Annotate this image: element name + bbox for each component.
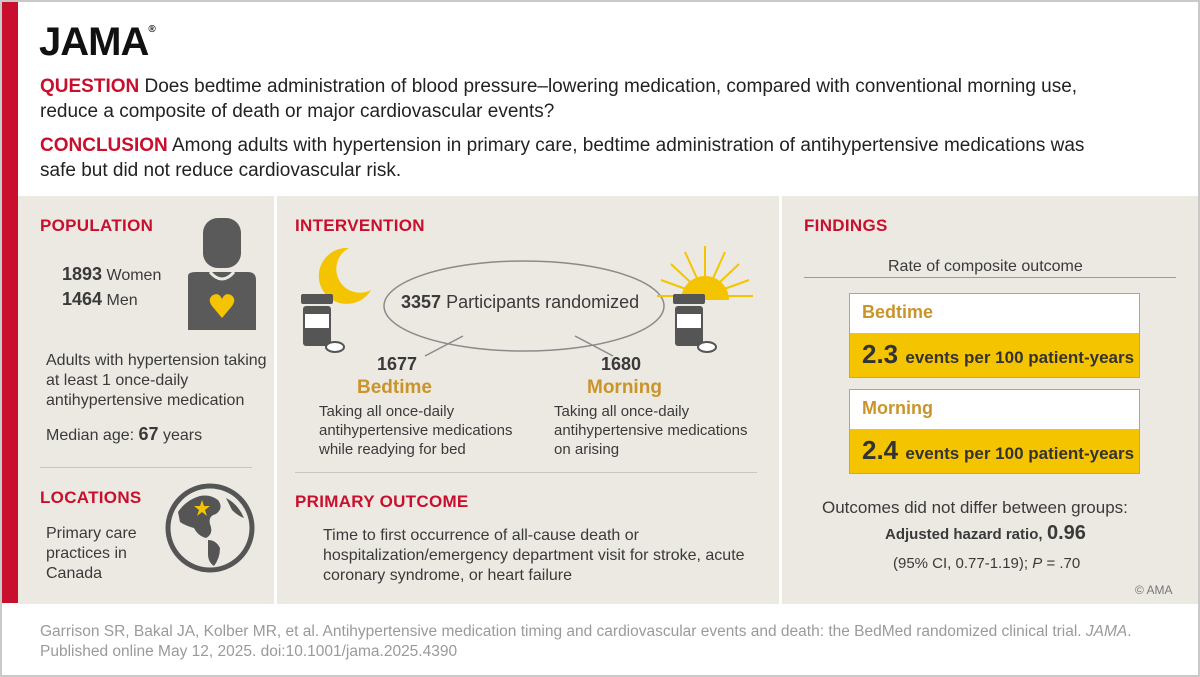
- brand-bar: [2, 2, 18, 603]
- women-count: 1893 Women: [62, 264, 162, 284]
- confidence-interval: (95% CI, 0.77-1.19); P = .70: [893, 555, 1081, 572]
- pill-bottle-icon: [673, 294, 717, 353]
- pill-bottle-icon: [301, 294, 345, 353]
- randomized-ellipse: [383, 260, 665, 352]
- primary-outcome-text: Time to first occurrence of all-cause de…: [323, 527, 745, 584]
- publication-info: Published online May 12, 2025. doi:10.10…: [40, 643, 458, 660]
- findings-subtitle: Rate of composite outcome: [888, 258, 1083, 275]
- findings-title: FINDINGS: [804, 216, 888, 235]
- median-age: Median age: 67 years: [46, 424, 203, 444]
- intervention-panel: INTERVENTION 3357 Participants randomize…: [277, 196, 779, 604]
- randomized-count: 3357 Participants randomized: [401, 292, 640, 312]
- population-description: Adults with hypertension taking at least…: [46, 352, 267, 409]
- question-label: QUESTION: [40, 76, 140, 97]
- journal-name: JAMA: [1085, 623, 1128, 640]
- intervention-title: INTERVENTION: [295, 216, 425, 235]
- locations-title: LOCATIONS: [40, 488, 142, 507]
- branch-lines: [424, 335, 614, 357]
- findings-summary: Outcomes did not differ between groups:: [822, 498, 1128, 517]
- person-icon: [188, 218, 256, 330]
- men-count: 1464 Men: [62, 289, 138, 309]
- primary-outcome-title: PRIMARY OUTCOME: [295, 492, 469, 511]
- conclusion-text: Among adults with hypertension in primar…: [40, 135, 1085, 181]
- question-block: QUESTION Does bedtime administration of …: [40, 74, 1120, 124]
- bedtime-count: 1677: [377, 354, 418, 374]
- morning-rate-label: Morning: [862, 398, 933, 418]
- bedtime-rate-highlight: 2.3 events per 100 patient-years: [850, 333, 1139, 377]
- moon-icon: [318, 247, 371, 304]
- copyright: © AMA: [1135, 583, 1173, 597]
- bedtime-rate-value: 2.3 events per 100 patient-years: [862, 339, 1135, 369]
- bedtime-description: Taking all once-daily antihypertensive m…: [319, 403, 513, 458]
- question-text: Does bedtime administration of blood pre…: [40, 76, 1078, 122]
- divider: [804, 277, 1176, 278]
- morning-rate-box: Morning 2.4 events per 100 patient-years: [849, 389, 1140, 474]
- globe-icon: [165, 483, 255, 573]
- morning-rate-value: 2.4 events per 100 patient-years: [862, 435, 1135, 465]
- locations-text: Primary care practices in Canada: [46, 525, 137, 582]
- divider: [40, 467, 252, 468]
- conclusion-block: CONCLUSION Among adults with hypertensio…: [40, 133, 1120, 183]
- conclusion-label: CONCLUSION: [40, 135, 168, 156]
- morning-label: Morning: [587, 377, 662, 398]
- morning-description: Taking all once-daily antihypertensive m…: [554, 403, 748, 458]
- morning-count: 1680: [601, 354, 642, 374]
- jama-logo: JAMA®: [39, 20, 156, 64]
- population-title: POPULATION: [40, 216, 154, 235]
- hazard-ratio: Adjusted hazard ratio, 0.96: [885, 522, 1086, 544]
- divider: [295, 472, 757, 473]
- bedtime-rate-label: Bedtime: [862, 302, 934, 322]
- bedtime-rate-box: Bedtime 2.3 events per 100 patient-years: [849, 293, 1140, 378]
- citation: Garrison SR, Bakal JA, Kolber MR, et al.…: [40, 623, 1132, 660]
- morning-rate-highlight: 2.4 events per 100 patient-years: [850, 429, 1139, 473]
- population-panel: POPULATION 1893 Women 1464 Men Adults wi…: [18, 196, 274, 604]
- bedtime-label: Bedtime: [357, 377, 432, 398]
